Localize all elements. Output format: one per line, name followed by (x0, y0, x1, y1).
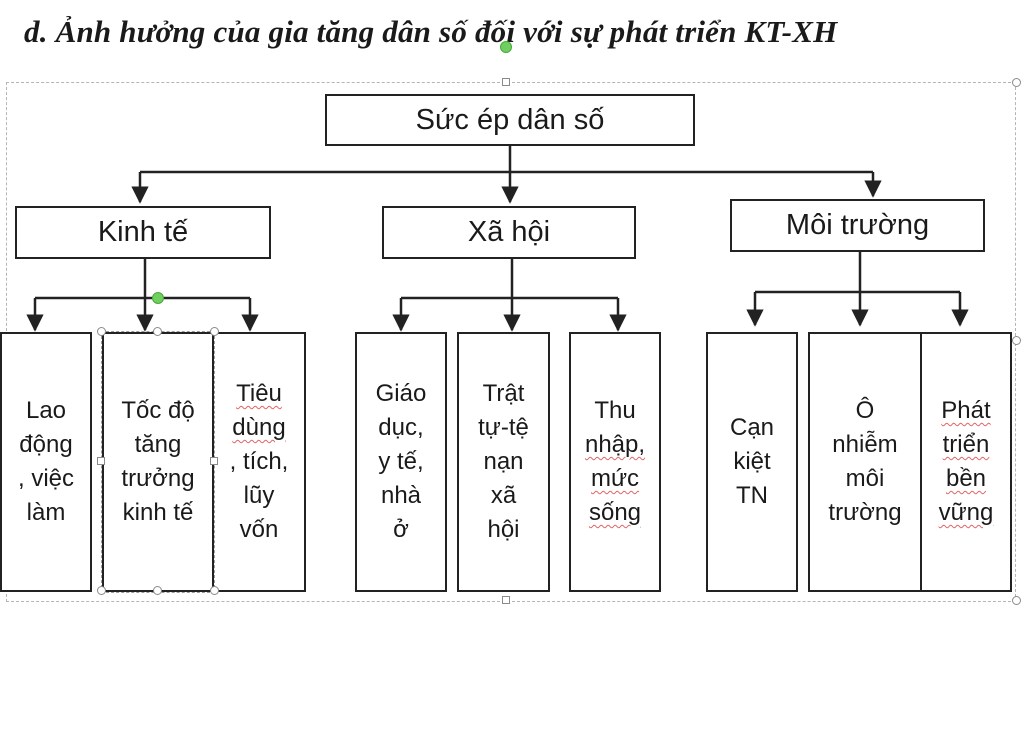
leaf-line: ở (393, 516, 409, 543)
leaf-box-o-nhiem: Ô nhiễm môi trường (808, 332, 922, 592)
leaf-line: Lao (25, 397, 67, 424)
category-box-moi-truong: Môi trường (730, 199, 985, 252)
resize-handle-nw[interactable] (97, 327, 106, 336)
frame-handle-bottom[interactable] (502, 596, 510, 604)
leaf-box-giao-duc: Giáo dục, y tế, nhà ở (355, 332, 447, 592)
leaf-line: trưởng (121, 465, 195, 492)
leaf-line: Ô (855, 397, 875, 424)
leaf-line: xã (490, 482, 517, 509)
category-label-xa-hoi: Xã hội (467, 216, 551, 248)
leaf-line: động (19, 431, 73, 458)
leaf-line: Giáo (375, 380, 427, 407)
category-label-kinh-te: Kinh tế (97, 216, 189, 248)
leaf-box-toc-do[interactable]: Tốc độ tăng trưởng kinh tế (102, 332, 214, 592)
leaf-line: Trật (482, 380, 525, 407)
leaf-line: , tích, (229, 448, 289, 475)
frame-handle-right-mid[interactable] (1012, 336, 1021, 345)
leaf-line: , việc (17, 465, 74, 492)
leaf-line: vốn (239, 516, 279, 543)
leaf-box-trat-tu: Trật tự-tệ nạn xã hội (457, 332, 550, 592)
category-box-kinh-te: Kinh tế (15, 206, 271, 259)
slide-title: d. Ảnh hưởng của gia tăng dân số đối với… (24, 14, 838, 49)
category-box-xa-hoi: Xã hội (382, 206, 636, 259)
resize-handle-e[interactable] (210, 457, 218, 465)
leaf-line: Tốc độ (121, 397, 195, 424)
category-label-moi-truong: Môi trường (785, 209, 930, 241)
leaf-line: lũy (243, 482, 275, 509)
root-box: Sức ép dân số (325, 94, 695, 146)
leaf-line: triển (942, 431, 990, 458)
resize-handle-s[interactable] (153, 586, 162, 595)
frame-rotate-handle[interactable] (500, 41, 512, 53)
leaf-line: Cạn (729, 414, 775, 441)
resize-handle-n[interactable] (153, 327, 162, 336)
frame-handle-right-top[interactable] (1012, 78, 1021, 87)
leaf-line: Phát (941, 397, 991, 424)
leaf-line: sống (588, 499, 642, 526)
resize-handle-w[interactable] (97, 457, 105, 465)
resize-handle-sw[interactable] (97, 586, 106, 595)
leaf-line: kinh tế (122, 499, 194, 526)
leaf-line: trường (828, 499, 902, 526)
leaf-line: vững (938, 499, 994, 526)
leaf-box-phat-trien: Phát triển bền vững (920, 332, 1012, 592)
leaf-line: Thu (594, 397, 636, 424)
leaf-line: nhà (380, 482, 422, 509)
frame-handle-right-bottom[interactable] (1012, 596, 1021, 605)
leaf-box-can-kiet: Cạn kiệt TN (706, 332, 798, 592)
resize-handle-ne[interactable] (210, 327, 219, 336)
leaf-line: nhập, (584, 431, 646, 458)
leaf-line: bền (945, 465, 987, 492)
selected-shape-outline (101, 331, 215, 593)
leaf-box-tieu-dung: Tiêu dùng , tích, lũy vốn (212, 332, 306, 592)
leaf-line: hội (487, 516, 520, 543)
leaf-line: nạn (483, 448, 524, 475)
leaf-box-lao-dong: Lao động , việc làm (0, 332, 92, 592)
leaf-line: kiệt (733, 448, 771, 475)
resize-handle-se[interactable] (210, 586, 219, 595)
rotate-handle[interactable] (152, 292, 164, 304)
leaf-line: làm (26, 499, 66, 526)
frame-handle-top[interactable] (502, 78, 510, 86)
leaf-line: môi (845, 465, 885, 492)
leaf-line: tăng (134, 431, 182, 458)
leaf-box-thu-nhap: Thu nhập, mức sống (569, 332, 661, 592)
leaf-line: dùng (232, 414, 286, 441)
leaf-line: TN (736, 482, 768, 509)
leaf-line: mức (590, 465, 640, 492)
root-label: Sức ép dân số (415, 103, 605, 136)
leaf-line: Tiêu (236, 380, 282, 407)
leaf-line: tự-tệ (478, 414, 529, 441)
leaf-line: dục, (378, 414, 424, 441)
leaf-line: y tế, (378, 448, 424, 475)
leaf-line: nhiễm (832, 431, 898, 458)
